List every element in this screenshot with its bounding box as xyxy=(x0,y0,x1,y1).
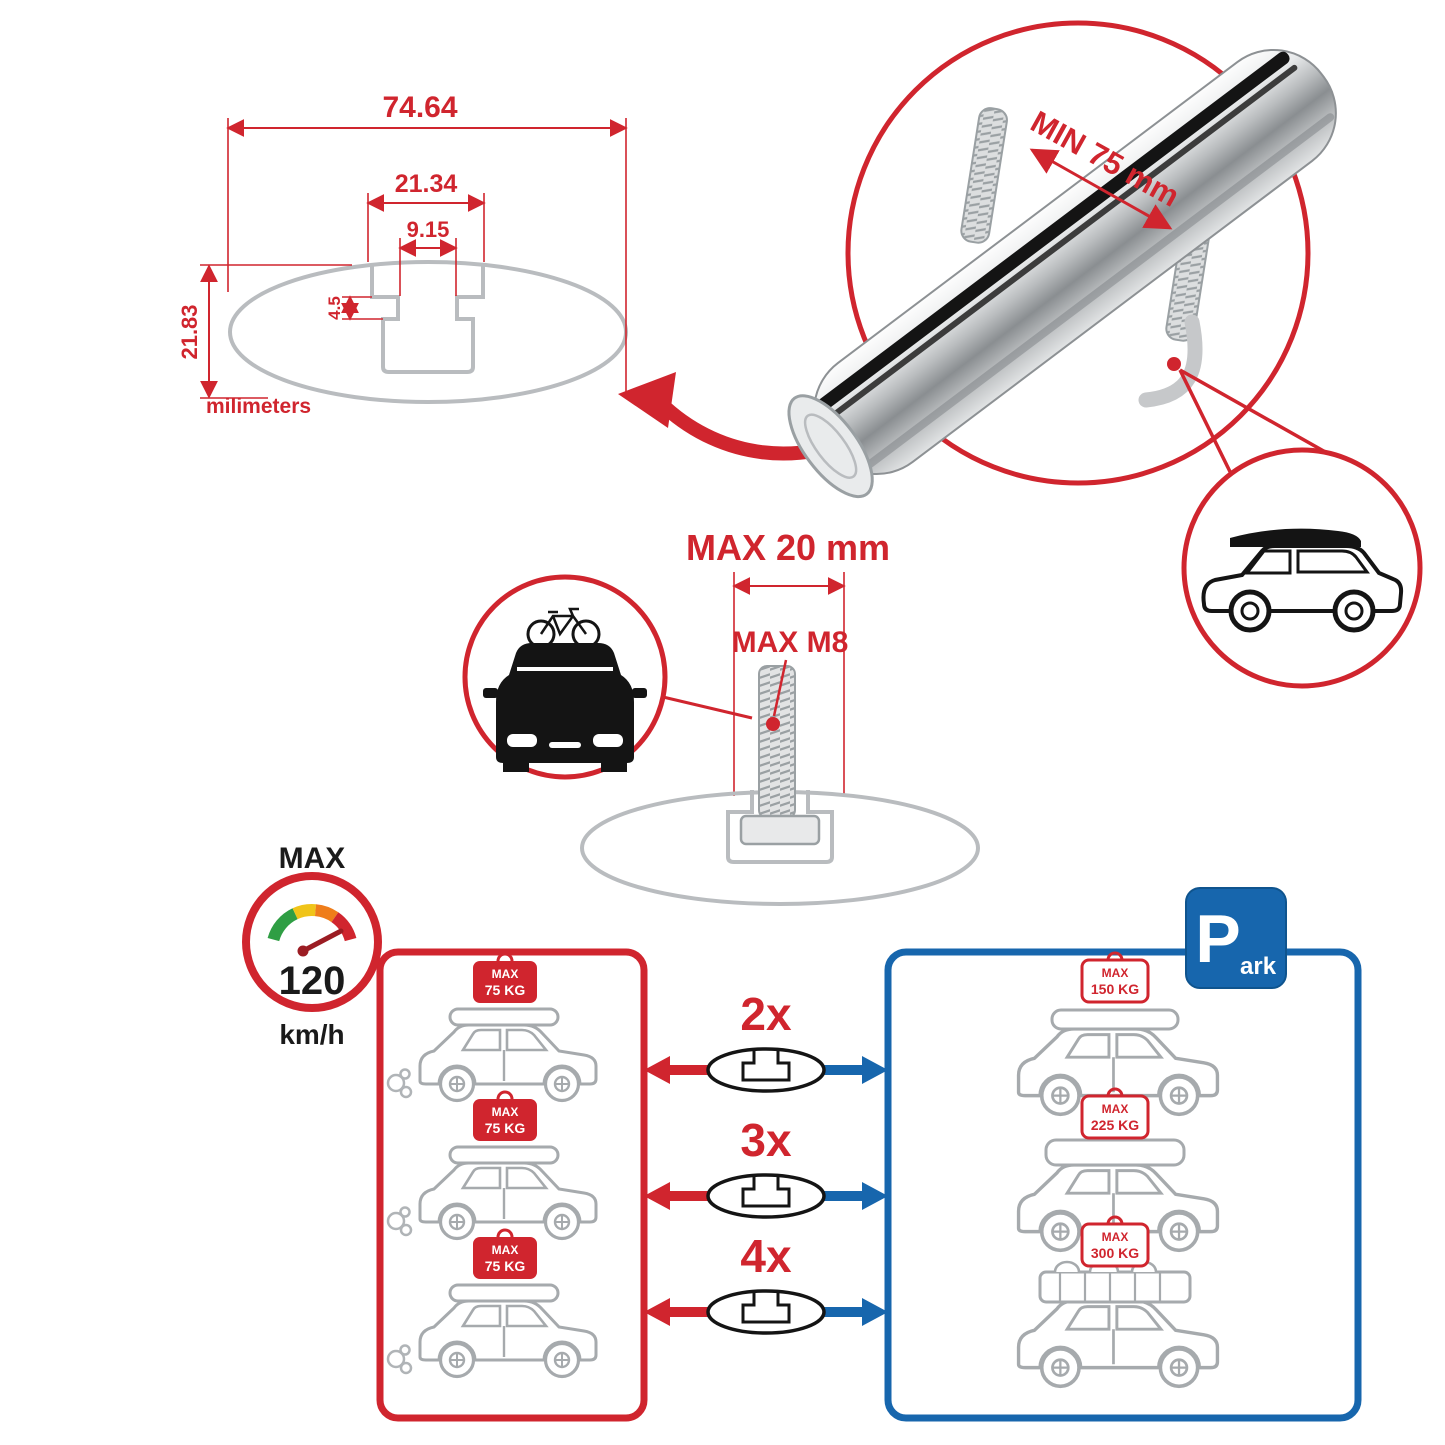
roof-box xyxy=(448,1145,560,1165)
tag-max-label: MAX xyxy=(1102,1230,1129,1244)
car-with-bike-badge xyxy=(462,574,753,780)
tag-load-value: 75 KG xyxy=(485,982,526,998)
parked-car-row-1: MAX 150 KG xyxy=(1016,951,1220,1117)
tag-load-value: 75 KG xyxy=(485,1258,526,1274)
speed-max-label: MAX xyxy=(279,842,346,875)
channel-slot xyxy=(726,790,834,864)
callout-line-2 xyxy=(1179,368,1337,460)
speedometer-icon xyxy=(242,872,382,1012)
suv-roofbox-icon xyxy=(1201,528,1404,633)
arrow-to-parked xyxy=(862,1182,888,1210)
dim-slot-lip: 4.5 xyxy=(325,295,383,321)
thread-point-dot xyxy=(766,717,780,731)
driving-car-row-1: MAX 75 KG xyxy=(386,952,598,1103)
crossbar-end-icon xyxy=(706,1289,826,1335)
clamp-strap-icon xyxy=(1138,314,1203,408)
parking-sign: P ark xyxy=(1185,887,1287,989)
driving-car-row-2: MAX 75 KG xyxy=(386,1090,598,1241)
clamp-point-dot xyxy=(1167,357,1181,371)
t-slot-nut xyxy=(739,814,821,846)
arrow-to-parked xyxy=(862,1056,888,1084)
tag-max-label: MAX xyxy=(1102,1102,1129,1116)
dim-total-width: 74.64 xyxy=(226,91,628,392)
profile-slot xyxy=(370,265,485,374)
load-tag: MAX 75 KG xyxy=(473,952,537,1003)
dim-slot-inner-label: 9.15 xyxy=(407,217,450,242)
suv-roofbox-badge xyxy=(1181,447,1423,689)
load-tag: MAX 225 KG xyxy=(1080,1087,1150,1140)
clamp-bolt-left-icon xyxy=(960,107,1008,244)
profile-ellipse xyxy=(228,260,628,404)
roof-box xyxy=(448,1283,560,1303)
mounting-bolt-diagram: MAX 20 mm MAX M8 xyxy=(580,527,980,906)
load-tag: MAX 150 KG xyxy=(1080,951,1150,1004)
speed-unit: km/h xyxy=(279,1019,344,1050)
thread-leader-line xyxy=(772,659,788,717)
tag-load-value: 225 KG xyxy=(1091,1117,1139,1133)
multiplier-label: 4x xyxy=(740,1230,792,1282)
dim-slot-outer-label: 21.34 xyxy=(395,170,458,198)
parked-car-row-3: MAX 300 KG xyxy=(1016,1215,1220,1389)
crossbar-count-row-3: 4x xyxy=(644,1230,888,1335)
dim-total-height-label: 21.83 xyxy=(177,304,202,359)
units-label: milimeters xyxy=(206,395,311,418)
parked-car-row-2: MAX 225 KG xyxy=(1016,1087,1220,1253)
tag-max-label: MAX xyxy=(1102,966,1129,980)
dim-slot-outer: 21.34 xyxy=(366,170,486,262)
roof-box xyxy=(1044,1138,1186,1167)
dim-total-height: 21.83 xyxy=(177,264,352,399)
arrow-to-parked xyxy=(862,1298,888,1326)
crossbar-end-icon xyxy=(706,1047,826,1093)
crossbar-profile-drawing: 74.64 21.34 9.15 4.5 21.83 milimeters xyxy=(177,91,628,418)
parking-sign-letter: P xyxy=(1195,901,1240,977)
load-tag: MAX 75 KG xyxy=(473,1090,537,1141)
tag-load-value: 300 KG xyxy=(1091,1245,1139,1261)
load-tag: MAX 300 KG xyxy=(1080,1215,1150,1268)
max-length-label: MAX 20 mm xyxy=(686,527,890,568)
dim-slot-inner: 9.15 xyxy=(398,217,458,296)
crossbar-closeup: MIN 75 mm xyxy=(787,20,1337,499)
parking-sign-suffix: ark xyxy=(1240,953,1277,980)
multiplier-label: 3x xyxy=(740,1114,792,1166)
crossbar-end-icon xyxy=(706,1173,826,1219)
roof-box xyxy=(448,1007,560,1027)
max-thread-label: MAX M8 xyxy=(732,626,849,659)
driving-car-row-3: MAX 75 KG xyxy=(386,1228,598,1379)
tag-load-value: 75 KG xyxy=(485,1120,526,1136)
tag-max-label: MAX xyxy=(492,1105,519,1119)
multiplier-label: 2x xyxy=(740,988,792,1040)
roof-box xyxy=(1050,1008,1180,1031)
dim-slot-lip-label: 4.5 xyxy=(325,296,344,320)
arrow-to-driving xyxy=(644,1298,670,1326)
arrow-to-driving xyxy=(644,1182,670,1210)
speed-value: 120 xyxy=(279,959,346,1003)
bolt-callout-line xyxy=(662,695,753,720)
arrow-to-driving xyxy=(644,1056,670,1084)
min-clamp-arrow xyxy=(1029,148,1173,230)
tag-max-label: MAX xyxy=(492,1243,519,1257)
tag-load-value: 150 KG xyxy=(1091,981,1139,997)
crossbar-count-row-2: 3x xyxy=(644,1114,888,1219)
roof-basket xyxy=(1038,1270,1192,1304)
tag-max-label: MAX xyxy=(492,967,519,981)
bolt-threads xyxy=(759,666,795,818)
crossbar-count-row-1: 2x xyxy=(644,988,888,1093)
car-with-bike-icon xyxy=(483,607,647,772)
load-tag: MAX 75 KG xyxy=(473,1228,537,1279)
dim-total-width-label: 74.64 xyxy=(382,91,457,124)
speed-limit: MAX 120 km/h xyxy=(242,842,382,1050)
crossbar-render xyxy=(787,48,1337,499)
